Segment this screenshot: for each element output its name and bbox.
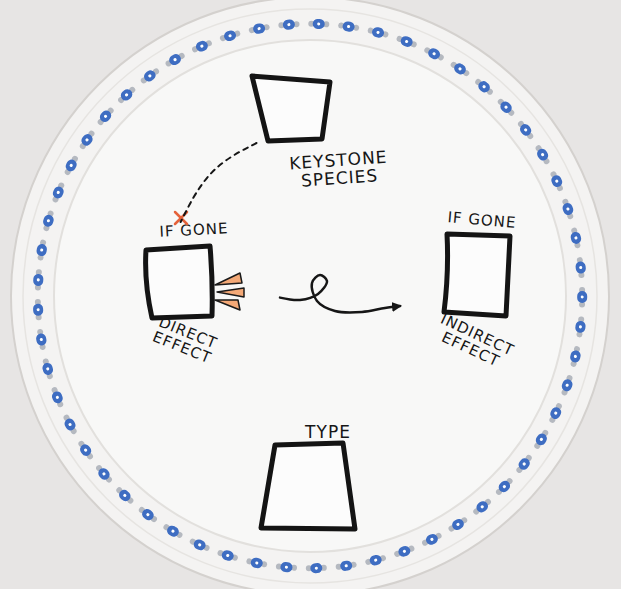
- plate-rim: [11, 0, 609, 589]
- window-outline: [444, 234, 510, 316]
- plate-well: [54, 40, 566, 552]
- window-cutout: IF GONEINDIRECT EFFECT: [400, 212, 520, 377]
- wedge: [217, 288, 244, 297]
- window-outline: [261, 443, 355, 529]
- window-outline: [252, 76, 330, 141]
- node-label: IF GONE: [433, 208, 530, 232]
- node-label: INDIRECT EFFECT: [422, 306, 526, 378]
- window-outline-svg: [255, 425, 365, 540]
- flower-centers: [38, 24, 582, 568]
- blue-flower-ring: [38, 24, 582, 568]
- node-label: IF GONE: [144, 219, 245, 240]
- window-outline: [146, 246, 213, 318]
- window-cutout: KEYSTONE SPECIES: [248, 73, 333, 143]
- node-label: TYPE: [291, 423, 365, 441]
- rim-edge: [23, 9, 597, 583]
- grey-flower-ring: [38, 24, 582, 568]
- wedge: [215, 300, 240, 310]
- wedge: [215, 273, 242, 285]
- connector: [181, 143, 257, 222]
- window-cutout: TYPE: [255, 425, 365, 540]
- window-outline-svg: [248, 73, 333, 143]
- emphasis-wedges: [215, 273, 244, 310]
- connector: [280, 275, 400, 313]
- window-cutout: IF GONEDIRECT EFFECT: [140, 222, 280, 357]
